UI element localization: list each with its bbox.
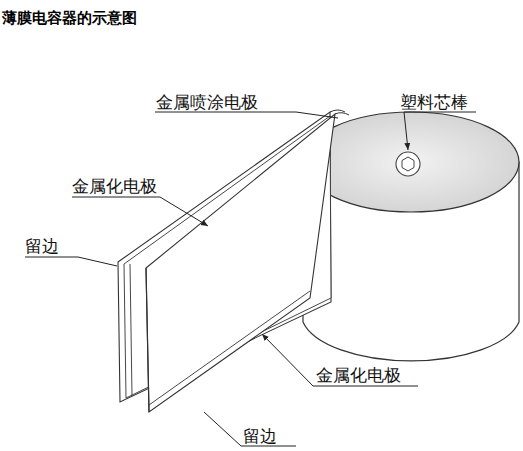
part-label: 金属化电极 (72, 177, 157, 196)
part-label: 金属喷涂电极 (156, 93, 258, 112)
diagram-title: 薄膜电容器的示意图 (2, 10, 137, 27)
part-label: 留边 (25, 237, 59, 256)
part-label: 留边 (243, 427, 277, 446)
part-label: 金属化电极 (316, 366, 401, 385)
part-label: 塑料芯棒 (400, 93, 468, 112)
